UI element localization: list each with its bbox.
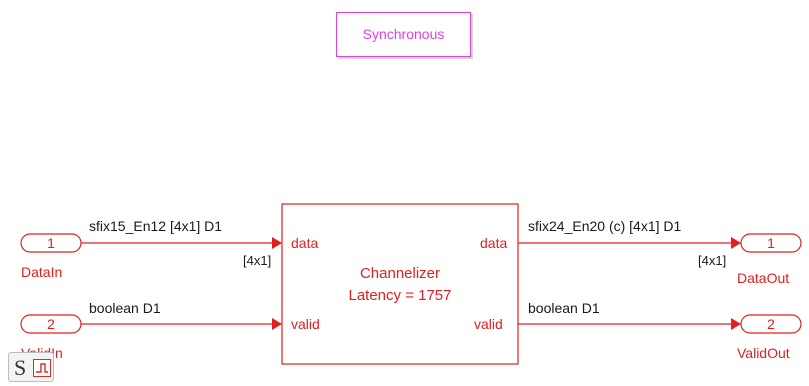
synchronous-annotation[interactable]: Synchronous (336, 12, 471, 57)
step-signal-icon (33, 359, 51, 377)
channelizer-subsystem[interactable] (281, 203, 519, 365)
subsystem-in-valid-port: valid (291, 316, 320, 332)
inport-1-number: 1 (47, 235, 55, 251)
subsystem-name: Channelizer (359, 265, 441, 282)
signal-line-dataout[interactable] (518, 237, 741, 249)
subsystem-out-data-port: data (480, 235, 508, 251)
signal-label-dataout: sfix24_En20 (c) [4x1] D1 (528, 218, 682, 234)
signal-line-validin[interactable] (81, 318, 282, 330)
signal-label-datain: sfix15_En12 [4x1] D1 (89, 218, 223, 234)
synchronous-label: Synchronous (362, 26, 445, 42)
outport-1-number: 1 (767, 235, 775, 251)
subsystem-out-valid-port: valid (474, 316, 503, 332)
dimension-label-dataout: [4x1] (698, 253, 727, 268)
signal-label-validout: boolean D1 (528, 300, 600, 316)
signal-line-validout[interactable] (518, 318, 741, 330)
subsystem-in-data-port: data (291, 235, 319, 251)
signal-label-validin: boolean D1 (89, 300, 161, 316)
signal-line-datain[interactable] (81, 237, 282, 249)
inport-1-name: DataIn (21, 264, 63, 280)
outport-2-number: 2 (767, 316, 775, 332)
outport-1-name: DataOut (737, 270, 790, 286)
outport-2-name: ValidOut (737, 345, 790, 361)
subsystem-latency: Latency = 1757 (348, 287, 452, 304)
inport-2-number: 2 (47, 316, 55, 332)
s-glyph-icon: S (14, 355, 27, 380)
sample-time-legend-icon[interactable]: S (8, 352, 54, 382)
dimension-label-datain: [4x1] (243, 253, 272, 268)
